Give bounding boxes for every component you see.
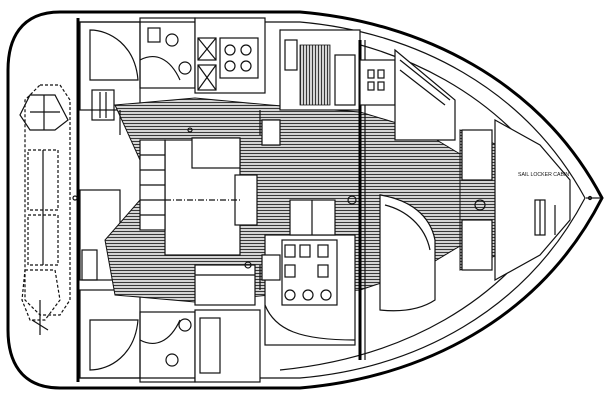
helm-wheel-icon xyxy=(19,94,69,131)
cockpit-area xyxy=(19,18,80,382)
inner-hull-line xyxy=(78,21,586,379)
saloon-settee-port xyxy=(279,29,361,111)
galley xyxy=(194,17,266,94)
forward-cabin-port xyxy=(394,48,456,141)
bow-tip-icon xyxy=(586,195,600,201)
helm-seat xyxy=(21,269,61,335)
aft-head-starboard xyxy=(139,311,196,383)
dinette xyxy=(264,199,356,346)
chair-icon xyxy=(284,244,332,301)
bow-compartment-label: SAIL LOCKER CABIN xyxy=(518,172,569,178)
sole-details xyxy=(119,110,281,290)
aft-head-port xyxy=(139,17,196,89)
bow-compartment: SAIL LOCKER CABIN xyxy=(494,118,571,282)
grid-icon xyxy=(367,69,385,91)
hull-outline xyxy=(6,10,604,390)
companionway-steps xyxy=(139,137,258,256)
cockpit-table xyxy=(27,149,59,266)
nav-station xyxy=(194,264,261,383)
forward-bulkhead xyxy=(347,40,396,360)
